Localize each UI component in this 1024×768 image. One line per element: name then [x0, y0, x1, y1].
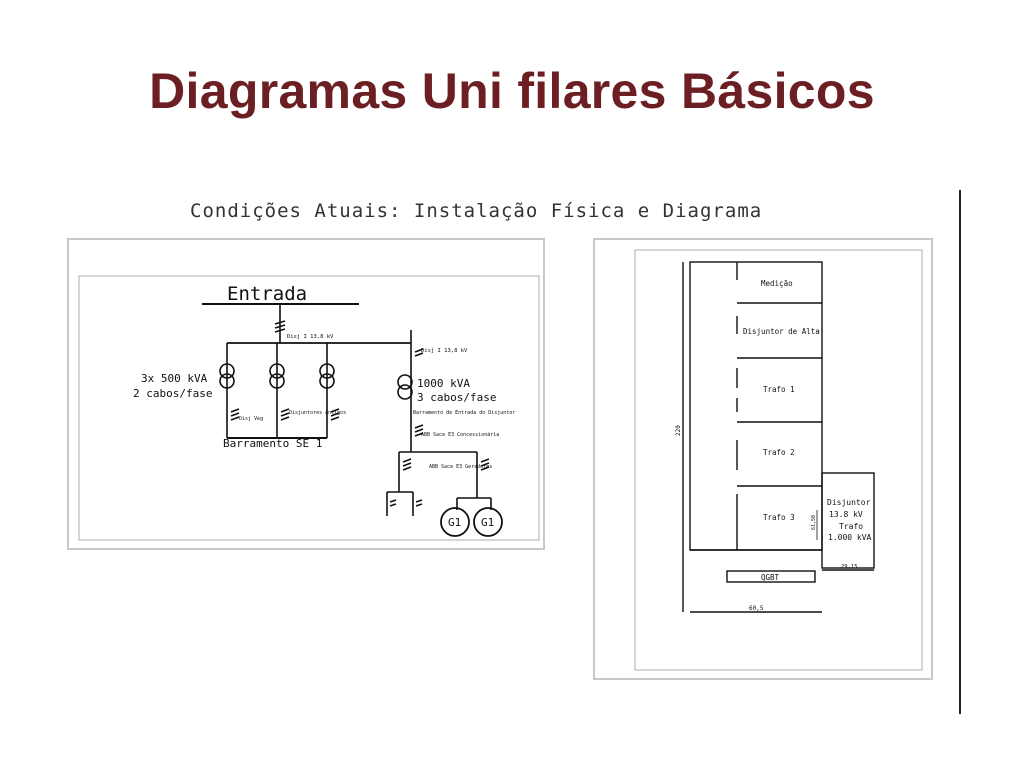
qgbt-bar	[726, 570, 816, 583]
barramento-entrada-label: Barramento de Entrada do Disjuntor	[413, 410, 515, 416]
room-trafo-1: Trafo 1	[763, 385, 795, 394]
side-box-line-3: Trafo	[839, 522, 863, 531]
room-trafo-3: Trafo 3	[763, 513, 795, 522]
breaker-antigos-label: Disjuntores Antigos	[289, 410, 346, 416]
dim-width-label: 60,5	[749, 605, 764, 612]
room-disjuntor-alta: Disjuntor de Alta	[743, 327, 820, 336]
branch-breaker-symbols	[389, 499, 423, 507]
trafo-left-1-a	[219, 363, 235, 379]
room-medicao: Medição	[761, 279, 793, 288]
breaker-main-label: Disj I 13,8 kV	[287, 334, 334, 340]
trafo-right-cables-label: 3 cabos/fase	[417, 391, 496, 404]
trafo-left-3-b	[319, 373, 335, 389]
generator-2	[473, 507, 503, 537]
lower-left-breaker-symbol	[402, 458, 412, 471]
generator-1	[440, 507, 470, 537]
dim-side-height-label: 61,50	[811, 515, 817, 530]
dim-side-width-label: 29,15	[841, 564, 858, 570]
side-box-line-2: 13.8 kV	[829, 510, 863, 519]
trafo-right-b	[397, 384, 413, 400]
breaker-concessionaria-symbol	[414, 424, 424, 437]
side-box	[821, 472, 875, 569]
breaker-concessionaria-label: ABB Sace E3 Concessionária	[421, 431, 499, 438]
breaker-geradores-label: ABB Sace E3 Geradores	[429, 464, 492, 470]
breaker-right-label: Disj I 13,8 kV	[421, 348, 468, 354]
side-box-line-1: Disjuntor	[827, 498, 871, 507]
trafo-right-power-label: 1000 kVA	[417, 377, 470, 390]
breaker-veg-label: Disj Veg	[239, 416, 263, 422]
inner-frame	[634, 249, 923, 671]
breaker-veg-symbol	[230, 408, 240, 421]
generator-1-label: G1	[448, 516, 461, 529]
right-breaker-symbol	[414, 348, 424, 357]
breaker-antigos-2-symbol	[330, 408, 340, 421]
main-breaker-symbol	[274, 320, 286, 333]
building-outline	[689, 261, 823, 551]
single-line-diagram-panel: Entrada Disj I 13,8 kV Disj I 13,8 kV 3x…	[67, 238, 545, 550]
slide-title: Diagramas Uni filares Básicos	[149, 63, 875, 119]
room-trafo-2: Trafo 2	[763, 448, 795, 457]
trafos-left-power-label: 3x 500 kVA	[141, 372, 208, 385]
vertical-rule	[959, 190, 961, 714]
trafo-right-a	[397, 374, 413, 390]
side-box-line-4: 1.000 kVA	[828, 533, 872, 542]
barramento-se1-label: Barramento SE 1	[223, 437, 322, 450]
entrada-label: Entrada	[227, 283, 307, 305]
generator-2-label: G1	[481, 516, 494, 529]
single-line-diagram: Entrada Disj I 13,8 kV Disj I 13,8 kV 3x…	[78, 275, 540, 541]
dim-height-label: 220	[675, 425, 682, 436]
trafos-left-cables-label: 2 cabos/fase	[133, 387, 212, 400]
trafo-left-2-a	[269, 363, 285, 379]
breaker-geradores-symbol	[480, 458, 490, 471]
diagram-caption: Condições Atuais: Instalação Física e Di…	[190, 200, 763, 222]
trafo-left-1-b	[219, 373, 235, 389]
floor-plan: Medição Disjuntor de Alta Trafo 1 Trafo …	[634, 249, 923, 671]
inner-frame	[78, 275, 540, 541]
breaker-antigos-1-symbol	[280, 408, 290, 421]
floor-plan-panel: Medição Disjuntor de Alta Trafo 1 Trafo …	[593, 238, 933, 680]
trafo-left-3-a	[319, 363, 335, 379]
qgbt-label: QGBT	[761, 573, 780, 582]
trafo-left-2-b	[269, 373, 285, 389]
